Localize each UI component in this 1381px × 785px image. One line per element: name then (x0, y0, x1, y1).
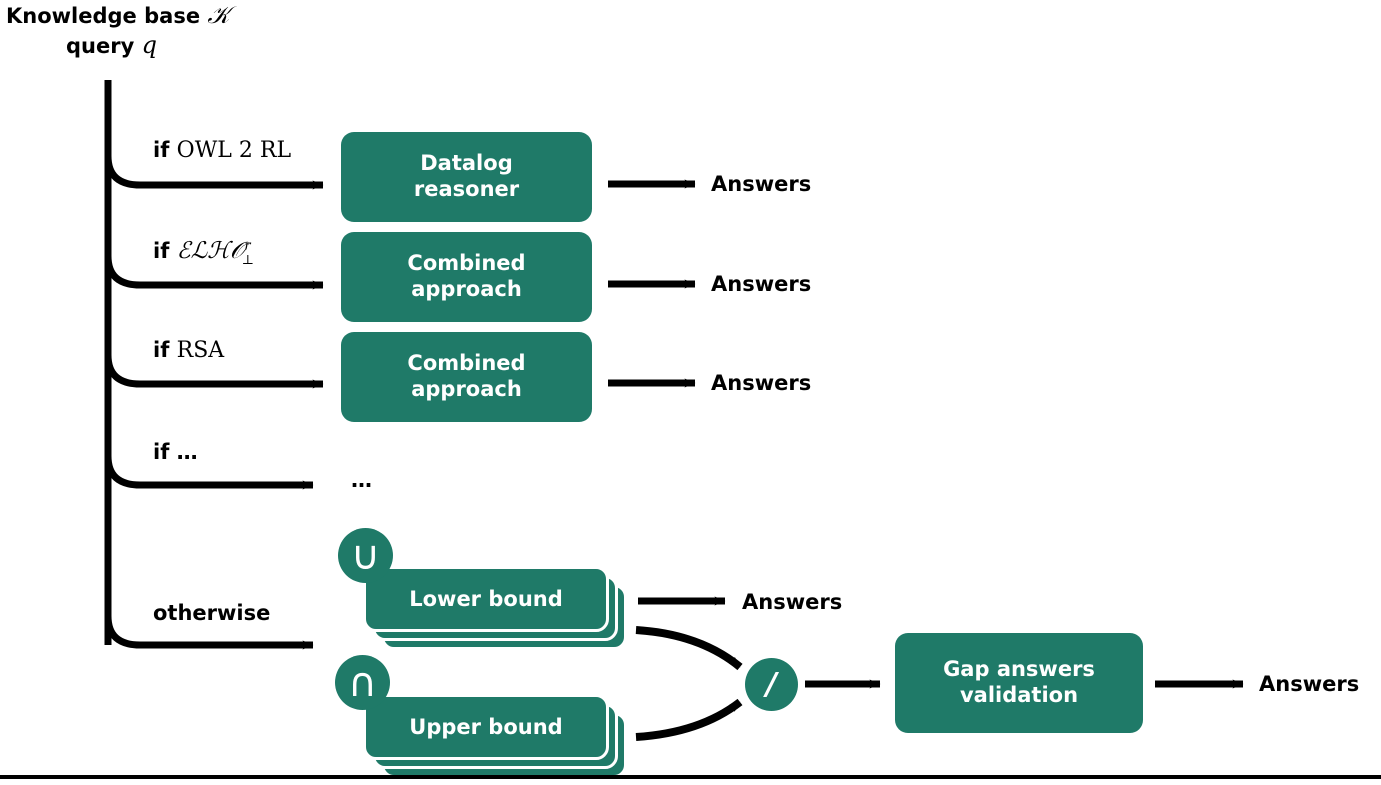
branch-keyword-if: if (153, 338, 170, 362)
union-glyph: ∪ (350, 532, 381, 579)
card-upper-bound-label: Upper bound (409, 715, 563, 739)
box-combined-approach-rsa[interactable]: Combined approach (341, 332, 592, 422)
branch-label-otherwise: otherwise (153, 601, 271, 625)
box-combined-elho-line1: Combined (407, 251, 526, 276)
stack-lower-bound[interactable]: Lower bound (363, 566, 633, 656)
branch-label-ellipsis: if … (153, 440, 198, 464)
box-validation-line1: Gap answers (943, 657, 1095, 682)
box-combined-approach-elho[interactable]: Combined approach (341, 232, 592, 322)
branch-keyword-if: if (153, 440, 170, 464)
card-upper-bound[interactable]: Upper bound (363, 694, 609, 760)
stack-upper-bound[interactable]: Upper bound (363, 694, 633, 784)
elho-base: ℰℒℋ𝒪 (176, 238, 245, 264)
page-title-line1: Knowledge base 𝒦 (6, 1, 230, 30)
box-datalog-reasoner-line1: Datalog (420, 151, 513, 176)
union-icon: ∪ (338, 528, 393, 583)
intersection-glyph: ∩ (347, 659, 378, 706)
box-validation-line2: validation (959, 683, 1079, 707)
bottom-divider (0, 775, 1381, 779)
box-combined-elho-line2: approach (411, 277, 522, 301)
box-datalog-reasoner-line2: reasoner (413, 177, 520, 201)
branch-keyword-if: if (153, 239, 170, 263)
box-combined-rsa-line2: approach (411, 377, 522, 401)
branch-label-rsa: if RSA (153, 338, 224, 363)
branch-label-owl2rl: if OWL 2 RL (153, 138, 291, 163)
intersection-icon: ∩ (335, 655, 390, 710)
branch-value-rsa: RSA (176, 338, 225, 363)
branch-value-elho: ℰℒℋ𝒪r⊥ (176, 238, 254, 268)
branch-label-elho: if ℰℒℋ𝒪r⊥ (153, 238, 254, 269)
set-difference-glyph: / (766, 666, 777, 702)
arrow-lowerbound-operator (635, 626, 743, 671)
branch-connector-ellipsis (104, 455, 314, 490)
branch-value-owl2rl: OWL 2 RL (176, 138, 292, 163)
answers-label-final: Answers (1259, 672, 1360, 696)
box-combined-rsa-line1: Combined (407, 351, 526, 376)
answers-label-lower-bound: Answers (742, 590, 843, 614)
set-difference-operator-icon[interactable]: / (745, 658, 798, 711)
answers-label-rsa: Answers (711, 371, 812, 395)
elho-subscript: ⊥ (241, 252, 254, 268)
branch-keyword-if: if (153, 138, 170, 162)
page-title-line2: query q (66, 31, 157, 60)
page-title-text: Knowledge base (6, 4, 201, 28)
target-ellipsis: … (351, 468, 372, 492)
elho-superscript: r (244, 238, 251, 254)
query-symbol: q (141, 31, 157, 59)
arrow-upperbound-operator (635, 698, 743, 741)
answers-label-datalog: Answers (711, 172, 812, 196)
card-lower-bound[interactable]: Lower bound (363, 566, 609, 632)
query-text: query (66, 34, 135, 58)
knowledge-base-symbol: 𝒦 (207, 1, 230, 29)
answers-label-elho: Answers (711, 272, 812, 296)
box-gap-answers-validation[interactable]: Gap answers validation (895, 633, 1143, 733)
branch-value-ellipsis: … (176, 440, 198, 464)
box-datalog-reasoner[interactable]: Datalog reasoner (341, 132, 592, 222)
card-lower-bound-label: Lower bound (409, 587, 563, 611)
